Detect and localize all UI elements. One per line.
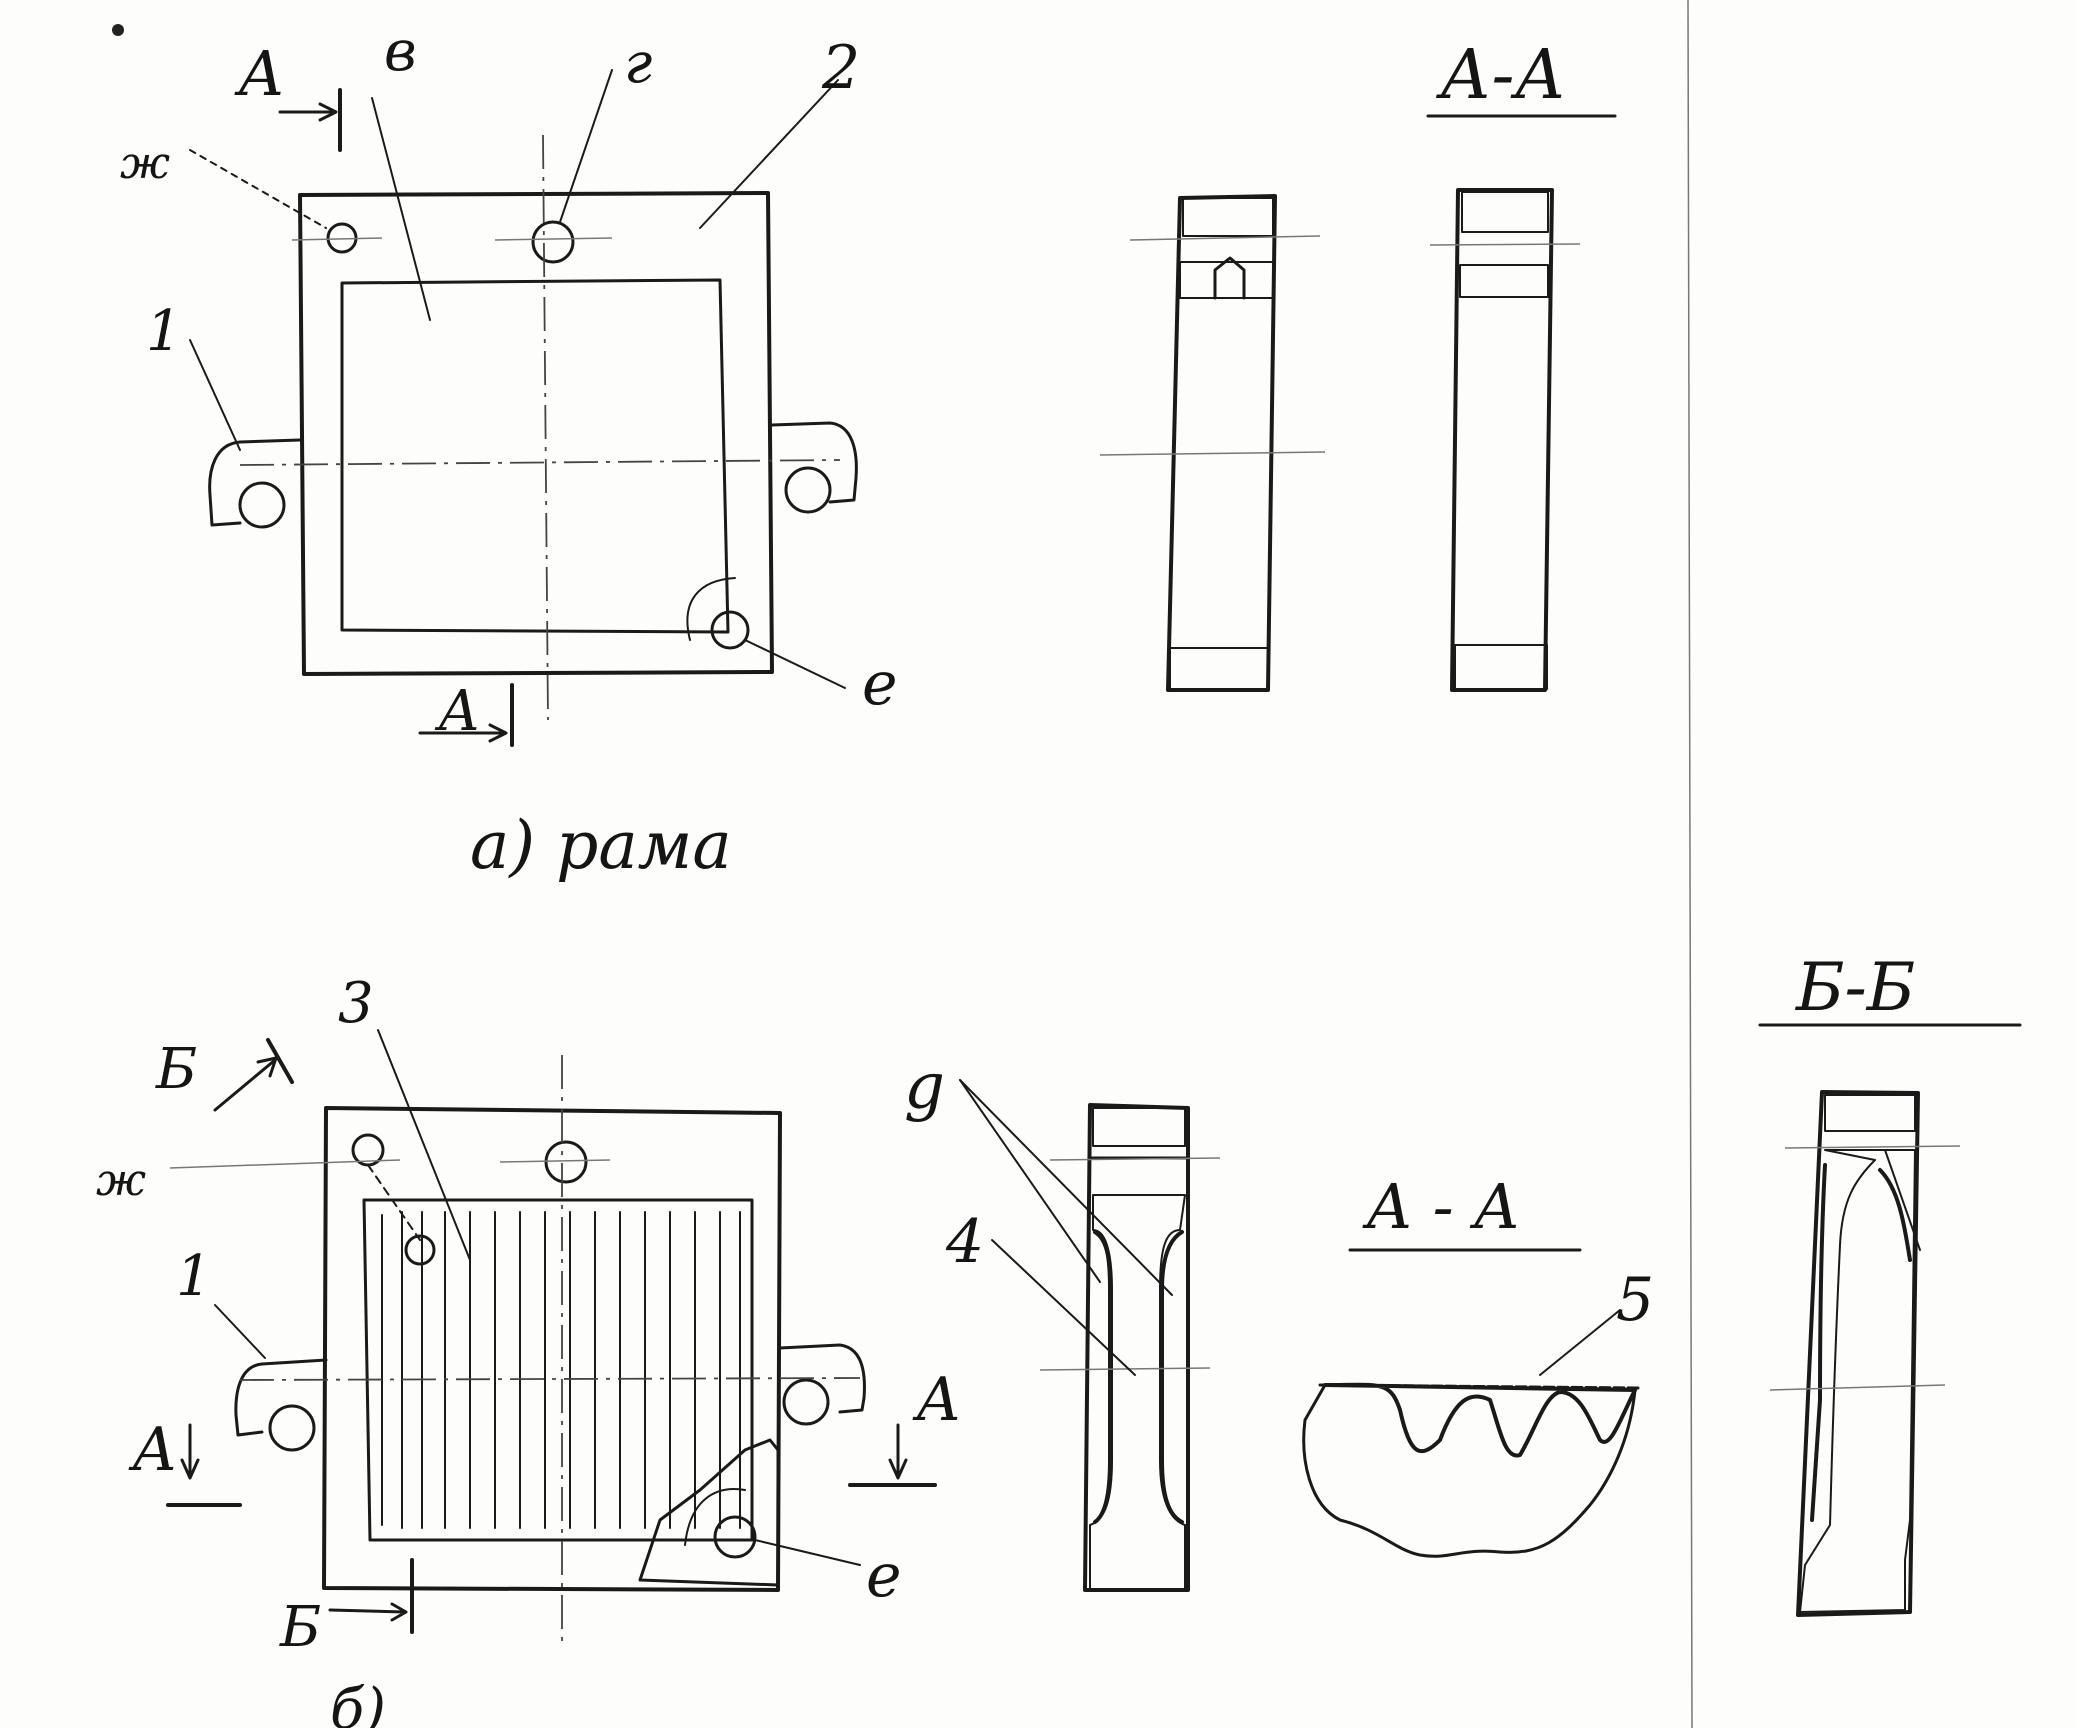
callout-4: 4: [945, 1207, 984, 1277]
title-section-aa-top: А-А: [1436, 36, 1566, 115]
callout-zh-bottom: ж: [96, 1155, 146, 1206]
section-mark-a-top: А: [234, 37, 285, 110]
annotation-labels: А в г 2 ж 1 е А а) рама А-А Б 3 ж 1 А А …: [96, 19, 1915, 1728]
callout-1-top: 1: [146, 299, 182, 364]
callout-v: в: [384, 19, 417, 84]
section-bb: [1758, 1023, 2022, 1617]
callout-e-top: е: [862, 649, 898, 719]
caption-frame: а) рама: [470, 807, 732, 884]
section-mark-a-bottom: А: [434, 679, 480, 744]
section-aa-detail: [1302, 1248, 1642, 1558]
page-margin-line: [1687, 0, 1693, 1728]
plate-front-view: [166, 1029, 937, 1645]
section-mark-a-left: А: [128, 1415, 177, 1485]
callout-5: 5: [1616, 1265, 1654, 1335]
section-aa-top: [1099, 114, 1617, 692]
section-mark-b-bottom: Б: [279, 1595, 321, 1660]
callout-3: 3: [338, 971, 374, 1036]
section-mark-a-right: А: [912, 1365, 961, 1435]
plate-side-section: [959, 1079, 1221, 1592]
section-mark-b-top: Б: [155, 1037, 197, 1102]
title-section-aa-detail: А - А: [1362, 1170, 1520, 1243]
callout-1-bottom: 1: [176, 1244, 212, 1309]
caption-plate: б): [330, 1677, 386, 1728]
title-section-bb: Б-Б: [1794, 949, 1915, 1026]
ink-dot: [112, 24, 124, 36]
frame-front-view: [189, 69, 858, 747]
callout-g2: g: [904, 1050, 945, 1124]
callout-g: г: [624, 31, 652, 96]
callout-zh-top: ж: [120, 138, 170, 189]
callout-2: 2: [821, 33, 860, 103]
callout-e-bottom: е: [866, 1541, 902, 1611]
